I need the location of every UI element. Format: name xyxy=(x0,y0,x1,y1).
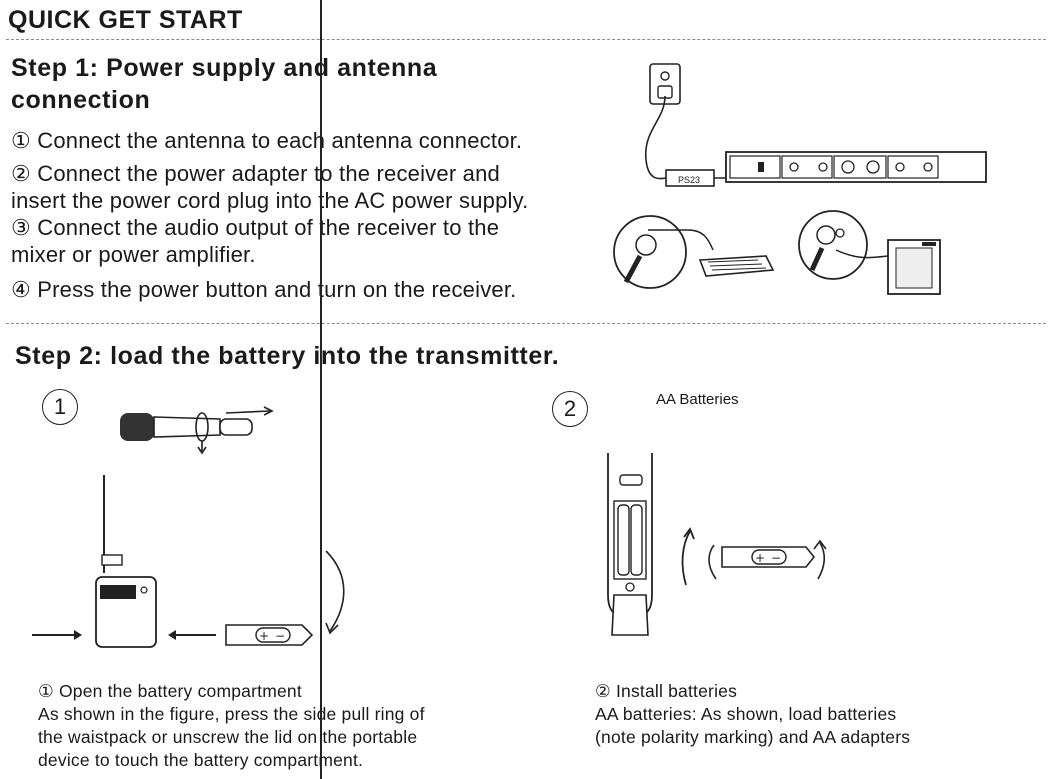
caption2-line2: AA batteries: As shown, load batteries xyxy=(595,704,897,724)
transmitter-open-illustration: + − xyxy=(32,406,345,648)
step1-instructions: ① Connect the antenna to each antenna co… xyxy=(11,127,529,303)
caption2-line3: (note polarity marking) and AA adapters xyxy=(595,727,911,747)
step1-heading-line1: Step 1: Power supply and antenna xyxy=(11,54,438,82)
step1-item3-line1: ③ Connect the audio output of the receiv… xyxy=(11,215,500,240)
receiver-connection-illustration: PS23 xyxy=(613,63,987,295)
step1-item2-line2: insert the power cord plug into the AC p… xyxy=(11,188,529,213)
caption1-line1: ① Open the battery compartment xyxy=(38,681,302,701)
step1-heading-line2: connection xyxy=(11,86,151,114)
step1-item3-line2: mixer or power amplifier. xyxy=(11,242,256,267)
step1-item4: ④ Press the power button and turn on the… xyxy=(11,277,517,302)
svg-text:+: + xyxy=(259,629,269,643)
vertical-rule xyxy=(320,0,322,779)
section-divider xyxy=(6,323,1046,324)
caption2-line1: ② Install batteries xyxy=(595,681,738,701)
step1-item1: ① Connect the antenna to each antenna co… xyxy=(11,128,523,153)
svg-text:−: − xyxy=(771,551,781,565)
step2-marker-1: 1 xyxy=(42,389,78,425)
page-title: QUICK GET START xyxy=(8,6,243,34)
caption1-line4: device to touch the battery compartment. xyxy=(38,750,364,770)
caption-install-batteries: ② Install batteries AA batteries: As sho… xyxy=(595,680,910,749)
svg-text:−: − xyxy=(275,629,285,643)
step2-heading: Step 2: load the battery into the transm… xyxy=(15,342,560,370)
caption1-line3: the waistpack or unscrew the lid on the … xyxy=(38,727,418,747)
install-batteries-illustration: + − xyxy=(607,453,827,636)
caption1-line2: As shown in the figure, press the side p… xyxy=(38,704,425,724)
step1-item2-line1: ② Connect the power adapter to the recei… xyxy=(11,161,500,186)
step2-marker-2: 2 xyxy=(552,391,588,427)
caption-open-compartment: ① Open the battery compartment As shown … xyxy=(38,680,425,772)
step1-heading: Step 1: Power supply and antenna connect… xyxy=(11,52,437,116)
header-divider xyxy=(6,39,1046,40)
svg-text:+: + xyxy=(755,551,765,565)
adapter-label: PS23 xyxy=(678,175,700,185)
aa-batteries-label: AA Batteries xyxy=(656,391,739,408)
